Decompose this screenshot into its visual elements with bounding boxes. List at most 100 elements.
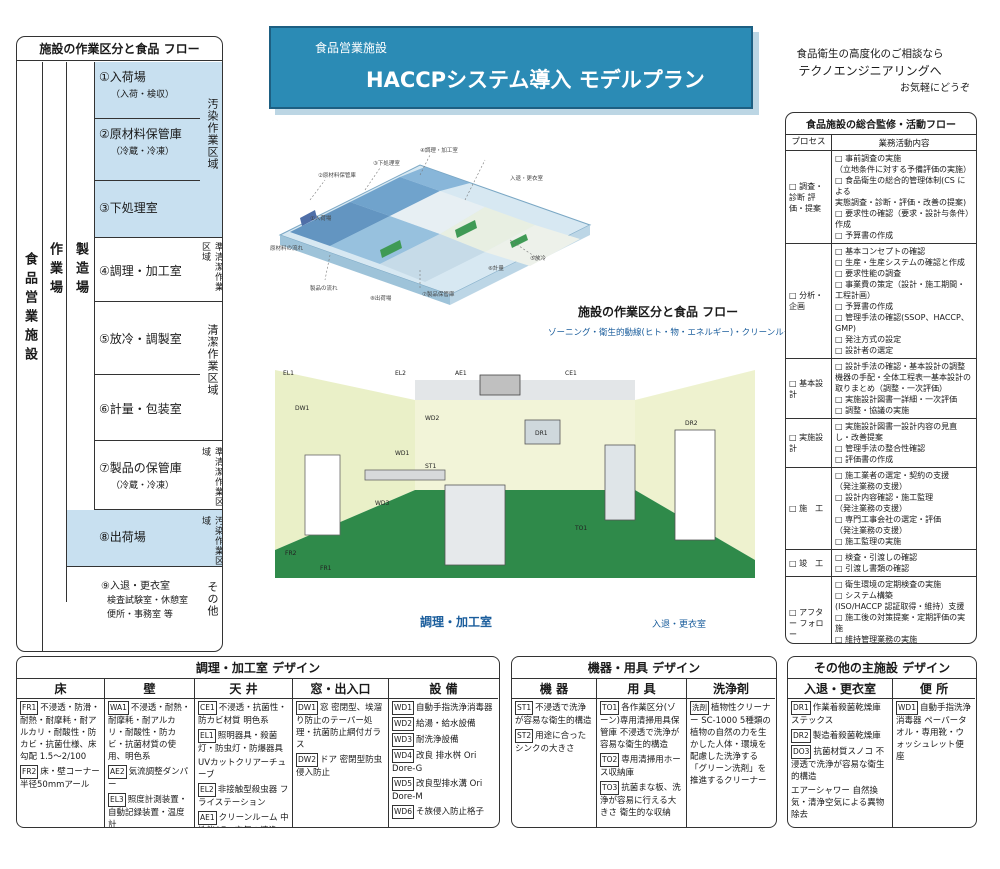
promo-line3: お気軽にどうぞ [900,83,970,94]
stage-name: ⑤放冷・調製室 [99,332,182,346]
design-code: WD1 [896,701,918,715]
flow-row: □ 竣 工□ 検査・引渡しの確認□ 引渡し書類の確認 [786,550,976,577]
other-facility-design-title: その他の主施設 デザイン [788,657,976,679]
flow-item: □ 実施設計図書一設計内容の見直し・改善提案 [835,422,958,442]
stage-raw-storage: ②原材料保管庫 （冷蔵・冷凍） [95,119,200,181]
flow-items: □ 検査・引渡しの確認□ 引渡し書類の確認 [832,550,976,576]
flow-item: □ 要求性能の調査 [835,269,902,278]
design-code: TO3 [600,781,620,795]
design-column-heading: 用 具 [597,679,686,699]
design-text: 給湯・給水設備 [415,719,476,729]
zone-semi-clean-2: 準清潔作業区域 [200,441,222,510]
design-text: 専用清掃用ホース収納庫 [600,755,681,778]
design-text: 製造着殺菌乾燥庫 [812,731,881,741]
facility-floor-plan-illustration: ②原材料保管庫 ③下処理室 ④調理・加工室 ⑤放冷 ⑥計量 ⑦製品保管庫 ⑧出荷… [270,146,592,305]
flow-row: □ 分析・企画□ 基本コンセプトの確認□ 生産・生産システムの確認と作成□ 要求… [786,244,976,359]
zone-other: その他 [200,567,222,651]
room-label: DW1 [295,405,310,412]
design-column-heading: 天 井 [195,679,292,699]
design-text: 不浸透・抗菌性・防カビ材質 明色系 [198,703,287,726]
flow-row: □ 施 工□ 施工業者の選定・契約の支援（発注業務の支援）□ 設計内容確認・施工… [786,468,976,550]
stage-product-storage: ⑦製品の保管庫 （冷蔵・冷凍） [95,441,200,510]
flow-item: □ 維持管理業務の実施 [835,635,918,644]
room-label: DR2 [685,420,698,427]
flow-item: 機器の手配・全体工程表一基本設計の [835,373,971,382]
room-label: AE1 [455,370,467,377]
stage-prep-room: ③下処理室 [95,181,200,238]
design-text: 照度計測装置・自動記録装置・温度計 [108,795,188,828]
design-text: 抗菌材質スノコ 不浸透で洗浄が容易な衛生的構造 [791,747,885,782]
design-code: AE2 [108,765,127,779]
design-code: CE1 [198,701,217,715]
flow-item: □ 食品衛生の総合的管理体制(CS による [835,176,966,196]
design-code: TO2 [600,753,620,767]
flow-process: □ 竣 工 [786,550,832,576]
design-text: 床・壁コーナー 半径50mmアール [20,767,100,790]
iso-label: ⑤放冷 [530,254,546,262]
design-text: 気流調整ダンパー [108,767,189,790]
flow-item: □ 施工後の対策提案・定期評価の実施 [835,613,966,633]
room-label: WD1 [395,450,410,457]
design-code: WD3 [392,733,414,747]
iso-label: ⑦製品保管庫 [422,290,455,298]
design-column-heading: 壁 [105,679,194,699]
flow-process: □ 施 工 [786,468,832,549]
flow-item: □ 管理手法の確認(SSOP、HACCP、GMP) [835,313,969,333]
design-code: WD5 [392,777,414,791]
flow-item: □ 管理手法の整合性確認 [835,444,926,453]
flow-item: □ 施工監理の実施 [835,537,902,546]
iso-label: 原材料の流れ [270,244,304,252]
iso-label: ⑧出荷場 [370,294,392,302]
design-text: 不浸透・耐熱・耐摩耗・耐アルカリ・耐酸性・防カビ・抗菌材質の使用、明色系 [108,703,191,762]
design-column-body: 洗剤植物性クリーナー SC-1000 5種類の植物の自然の力を生かした人体・環境… [687,699,775,791]
design-code: TO1 [600,701,620,715]
design-column: 洗浄剤洗剤植物性クリーナー SC-1000 5種類の植物の自然の力を生かした人体… [687,679,775,827]
flow-item: □ システム構築 [835,591,893,600]
iso-label: ④調理・加工室 [420,146,458,154]
design-text: 植物性クリーナー SC-1000 5種類の植物の自然の力を生かした人体・環境を配… [690,703,771,786]
design-code: EL2 [198,783,216,797]
room-label: WD3 [375,500,390,507]
flow-row: □ アフター フォロー□ 衛生環境の定期検査の実施□ システム構築(ISO/HA… [786,577,976,644]
flow-item: □ 事前調査の実施 [835,154,902,163]
room-label: TO1 [574,525,587,532]
banner-subtitle: 食品営業施設 [315,41,388,55]
flow-item: □ 検査・引渡しの確認 [835,553,918,562]
flow-item: （立地条件に対する予備評価の実施） [835,165,971,174]
flow-process: □ 分析・企画 [786,244,832,358]
flow-process: □ 調査・診断 評価・提案 [786,151,832,243]
iso-label: ③下処理室 [373,159,400,167]
room-label: EL2 [395,370,406,377]
design-text: UVカットクリアーチューブ [198,758,287,780]
flow-process: □ 実施設計 [786,419,832,467]
stage-name: ⑧出荷場 [99,530,146,544]
flow-process: □ 基本設計 [786,359,832,418]
design-text: 非接触型殺虫器 フライステーション [198,785,289,808]
flow-items: □ 施工業者の選定・契約の支援（発注業務の支援）□ 設計内容確認・施工監理（発注… [832,468,976,549]
supervision-flow-panel: 食品施設の総合監修・活動フロー プロセス 業務活動内容 □ 調査・診断 評価・提… [785,112,977,644]
iso-label: ②原材料保管庫 [318,171,356,179]
room-label: ST1 [425,463,436,470]
room-caption: 調理・加工室 [420,615,493,629]
flow-item: □ 実施設計図書一詳細・一次評価 [835,395,958,404]
